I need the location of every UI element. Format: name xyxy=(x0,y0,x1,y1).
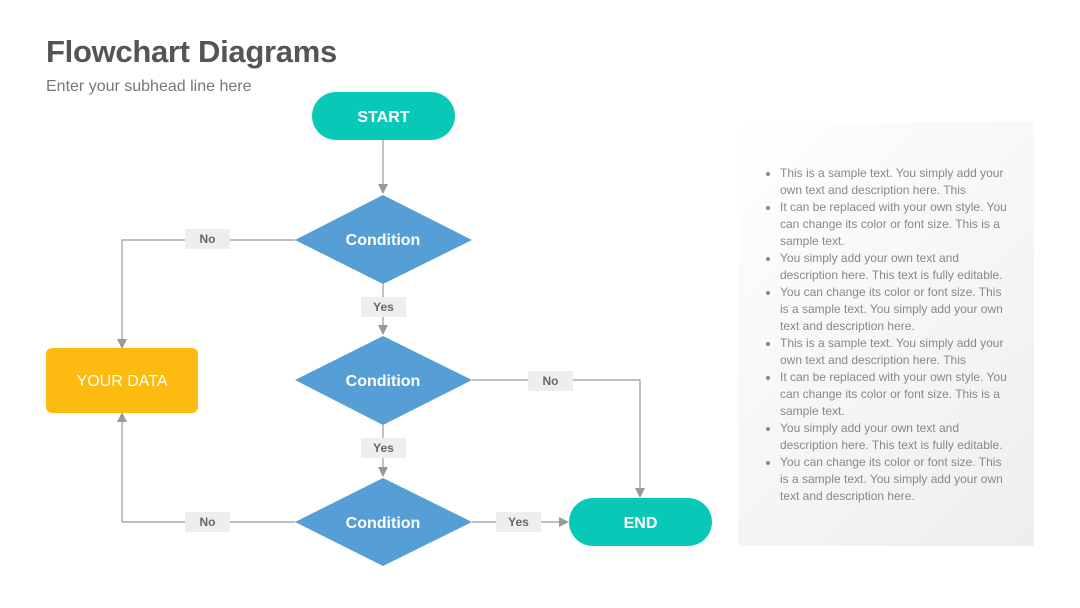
svg-text:Condition: Condition xyxy=(346,515,421,532)
bullet-item: It can be replaced with your own style. … xyxy=(780,369,1008,420)
svg-text:No: No xyxy=(200,515,216,529)
bullet-item: You can change its color or font size. T… xyxy=(780,454,1008,505)
edge-label-c1-yes: Yes xyxy=(361,297,406,317)
start-node[interactable]: START xyxy=(312,92,455,140)
svg-text:Yes: Yes xyxy=(373,441,394,455)
edge-condition3-to-data xyxy=(117,412,295,523)
bullet-item: You simply add your own text and descrip… xyxy=(780,250,1008,284)
svg-text:Yes: Yes xyxy=(373,300,394,314)
edge-label-c2-yes: Yes xyxy=(361,438,406,458)
text-panel: This is a sample text. You simply add yo… xyxy=(738,122,1034,546)
bullet-item: It can be replaced with your own style. … xyxy=(780,199,1008,250)
svg-text:Condition: Condition xyxy=(346,373,421,390)
condition-node-2[interactable]: Condition xyxy=(295,336,472,425)
svg-text:YOUR DATA: YOUR DATA xyxy=(77,373,168,390)
svg-text:Condition: Condition xyxy=(346,232,421,249)
edge-label-c3-no: No xyxy=(185,512,230,532)
edge-label-c2-no: No xyxy=(528,371,573,391)
edge-label-c1-no: No xyxy=(185,229,230,249)
bullet-item: You can change its color or font size. T… xyxy=(780,284,1008,335)
condition-node-3[interactable]: Condition xyxy=(295,478,472,566)
edge-label-c3-yes: Yes xyxy=(496,512,541,532)
condition-node-1[interactable]: Condition xyxy=(295,195,472,284)
page-title: Flowchart Diagrams xyxy=(46,34,337,69)
bullet-list: This is a sample text. You simply add yo… xyxy=(738,165,1008,505)
page-subtitle: Enter your subhead line here xyxy=(46,78,252,95)
svg-text:No: No xyxy=(200,232,216,246)
bullet-item: This is a sample text. You simply add yo… xyxy=(780,335,1008,369)
end-node[interactable]: END xyxy=(569,498,712,546)
svg-text:END: END xyxy=(624,515,658,532)
your-data-node[interactable]: YOUR DATA xyxy=(46,348,198,413)
svg-text:Yes: Yes xyxy=(508,515,529,529)
edge-condition2-to-end xyxy=(472,379,645,498)
svg-text:No: No xyxy=(543,374,559,388)
bullet-item: This is a sample text. You simply add yo… xyxy=(780,165,1008,199)
bullet-item: You simply add your own text and descrip… xyxy=(780,420,1008,454)
edge-condition1-to-data xyxy=(117,239,295,349)
svg-text:START: START xyxy=(357,109,409,126)
